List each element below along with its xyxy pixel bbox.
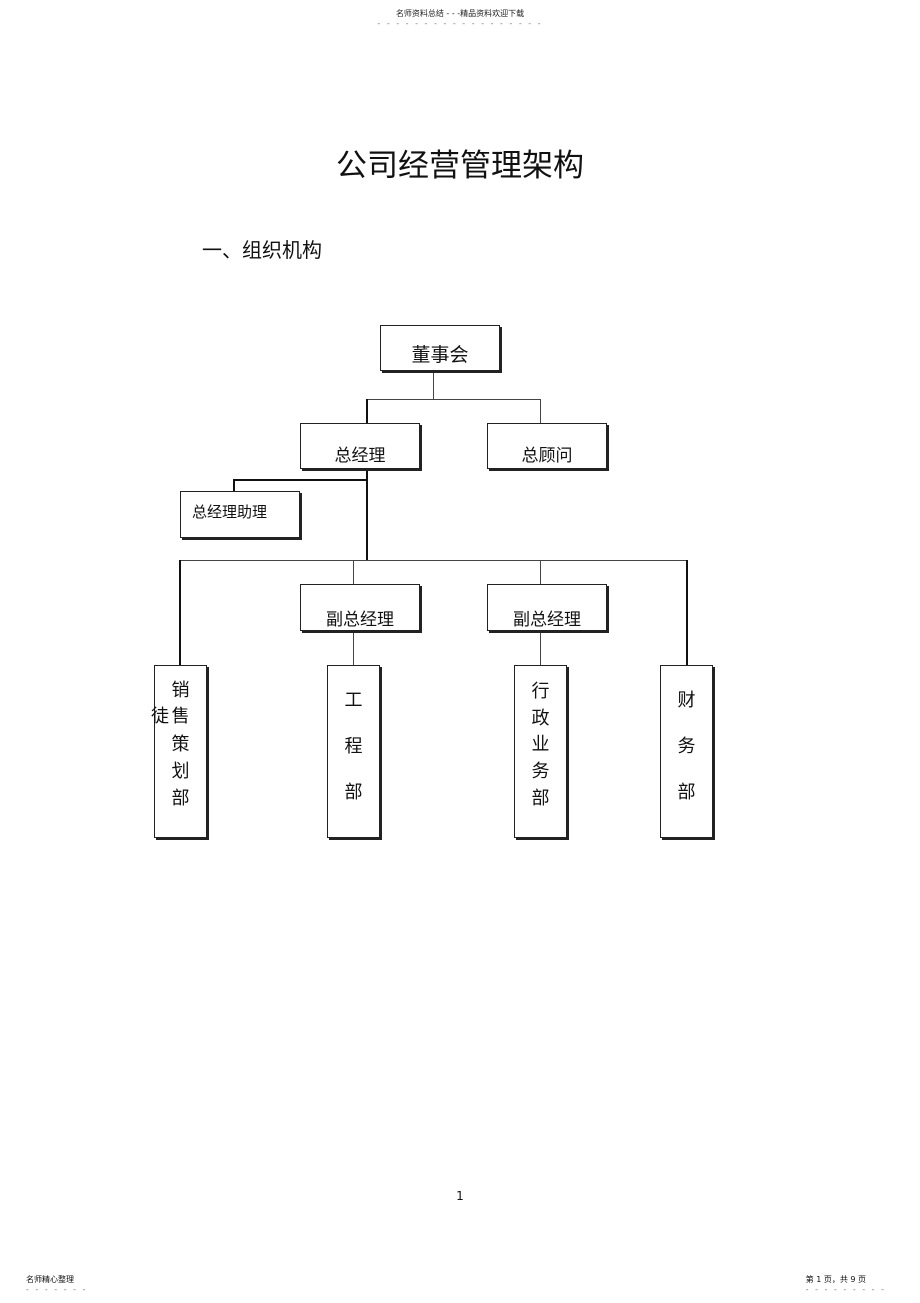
dept-char: 部 [531, 788, 550, 809]
connector-line [233, 479, 235, 491]
footer-right-dots: - - - - - - - - - [805, 1285, 886, 1294]
header-dots: - - - - - - - - - - - - - - - - - - [377, 19, 543, 28]
dept-char: 政 [531, 708, 550, 729]
dept-box-admin: 行 政 业 务 部 [514, 665, 567, 838]
connector-line [179, 560, 181, 665]
dept-char: 部 [171, 788, 190, 809]
board-label: 董事会 [411, 344, 469, 366]
connector-line [686, 560, 688, 665]
connector-line [366, 469, 368, 561]
dept-char: 财 [677, 690, 696, 711]
connector-line [540, 631, 541, 665]
connector-line [540, 560, 541, 584]
connector-line [353, 560, 354, 584]
deputy-gm-label-2: 副总经理 [513, 610, 581, 630]
footer-left-dots: - - - - - - - [26, 1285, 88, 1294]
general-manager-box: 总经理 [300, 423, 420, 469]
page-header: 名师资料总结 - - -精品资料欢迎下载 - - - - - - - - - -… [0, 8, 920, 28]
general-manager-label: 总经理 [334, 446, 386, 466]
dept-char: 业 [531, 734, 550, 755]
chief-advisor-box: 总顾问 [487, 423, 607, 469]
connector-line [540, 399, 541, 423]
dept-box-finance: 财 务 部 [660, 665, 713, 838]
connector-line [366, 399, 541, 400]
section-heading: 一、组织机构 [202, 238, 322, 262]
footer-right: 第 1 页，共 9 页 - - - - - - - - - [806, 1274, 886, 1294]
footer-right-text: 第 1 页，共 9 页 [805, 1275, 867, 1284]
connector-line [353, 631, 354, 665]
footer-left-text: 名师精心整理 [26, 1275, 74, 1284]
header-text: 名师资料总结 - - -精品资料欢迎下载 [395, 9, 525, 18]
dept-box-sales: 销 售 徒 策 划 部 [151, 665, 207, 838]
deputy-gm-label-1: 副总经理 [326, 610, 394, 630]
board-box: 董事会 [380, 325, 500, 371]
gm-assistant-box: 总经理助理 [180, 491, 300, 538]
dept-char: 划 [171, 761, 190, 782]
gm-assistant-label: 总经理助理 [192, 503, 268, 521]
connector-line [233, 479, 367, 481]
dept-char: 部 [677, 782, 696, 803]
dept-char: 工 [344, 690, 363, 711]
connector-line [180, 560, 688, 561]
dept-char: 务 [677, 736, 696, 757]
dept-char: 售 [171, 706, 190, 727]
page-number: 1 [456, 1189, 464, 1203]
dept-char: 销 [171, 680, 190, 701]
connector-line [366, 399, 368, 423]
chief-advisor-label: 总顾问 [521, 446, 573, 466]
dept-char: 策 [171, 734, 190, 755]
dept-char: 务 [531, 761, 550, 782]
deputy-gm-box-2: 副总经理 [487, 584, 607, 631]
deputy-gm-box-1: 副总经理 [300, 584, 420, 631]
connector-line [433, 371, 434, 400]
dept-char: 行 [531, 681, 550, 702]
dept-char: 程 [344, 736, 363, 757]
dept-box-engineering: 工 程 部 [327, 665, 380, 838]
document-title: 公司经营管理架构 [336, 148, 584, 184]
dept-char-overlay: 徒 [151, 706, 169, 727]
dept-char: 部 [344, 782, 363, 803]
footer-left: 名师精心整理 - - - - - - - [26, 1274, 87, 1294]
